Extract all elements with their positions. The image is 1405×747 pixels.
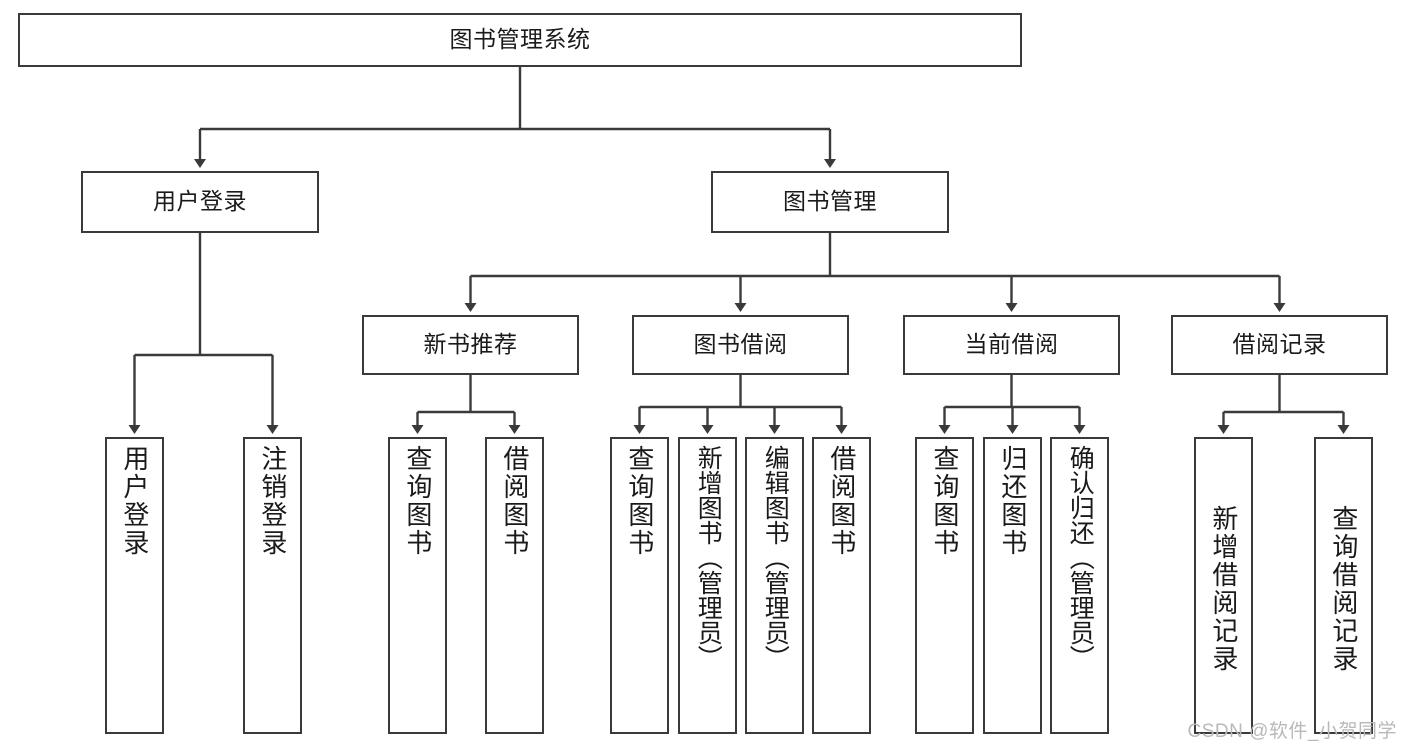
node-label-root: 图书管理系统 [449,26,591,53]
node-book-manage[interactable]: 图书管理 [711,171,949,233]
node-new-book-rec[interactable]: 新书推荐 [362,315,579,375]
node-label-new-book-rec: 新书推荐 [423,331,518,358]
node-label-leaf-br-add: 新增借阅记录 [1208,504,1239,673]
node-label-current-borrow: 当前借阅 [964,331,1059,358]
node-root[interactable]: 图书管理系统 [18,13,1022,67]
node-leaf-cb-query[interactable]: 查询图书 [915,437,974,734]
node-label-leaf-bb-edit: 编辑图书（管理员） [761,445,790,670]
node-borrow-record[interactable]: 借阅记录 [1171,315,1388,375]
node-leaf-bb-query[interactable]: 查询图书 [610,437,669,734]
node-leaf-bb-add[interactable]: 新增图书（管理员） [678,437,737,734]
node-label-leaf-br-query: 查询借阅记录 [1328,504,1359,673]
node-label-leaf-user-logout: 注销登录 [257,445,288,557]
node-user-login[interactable]: 用户登录 [81,171,319,233]
node-label-book-manage: 图书管理 [783,188,877,215]
node-leaf-rec-query[interactable]: 查询图书 [388,437,447,734]
node-leaf-bb-borrow[interactable]: 借阅图书 [812,437,871,734]
node-label-leaf-rec-query: 查询图书 [402,445,433,557]
node-label-user-login: 用户登录 [153,188,247,215]
node-leaf-cb-return[interactable]: 归还图书 [983,437,1042,734]
node-label-leaf-bb-add: 新增图书（管理员） [694,445,723,670]
node-book-borrow[interactable]: 图书借阅 [632,315,849,375]
node-leaf-rec-borrow[interactable]: 借阅图书 [485,437,544,734]
node-label-leaf-rec-borrow: 借阅图书 [499,445,530,557]
node-leaf-br-query[interactable]: 查询借阅记录 [1314,437,1373,734]
node-label-leaf-cb-return: 归还图书 [997,445,1028,557]
node-current-borrow[interactable]: 当前借阅 [903,315,1120,375]
node-label-book-borrow: 图书借阅 [693,331,788,358]
node-label-leaf-bb-query: 查询图书 [624,445,655,557]
node-label-leaf-bb-borrow: 借阅图书 [826,445,857,557]
node-leaf-br-add[interactable]: 新增借阅记录 [1194,437,1253,734]
node-leaf-user-logout[interactable]: 注销登录 [243,437,302,734]
node-leaf-user-login[interactable]: 用户登录 [105,437,164,734]
node-leaf-bb-edit[interactable]: 编辑图书（管理员） [745,437,804,734]
node-leaf-cb-confirm[interactable]: 确认归还（管理员） [1050,437,1109,734]
node-label-leaf-cb-confirm: 确认归还（管理员） [1066,445,1095,670]
node-label-leaf-user-login: 用户登录 [119,445,150,557]
node-label-leaf-cb-query: 查询图书 [929,445,960,557]
node-label-borrow-record: 借阅记录 [1232,331,1327,358]
